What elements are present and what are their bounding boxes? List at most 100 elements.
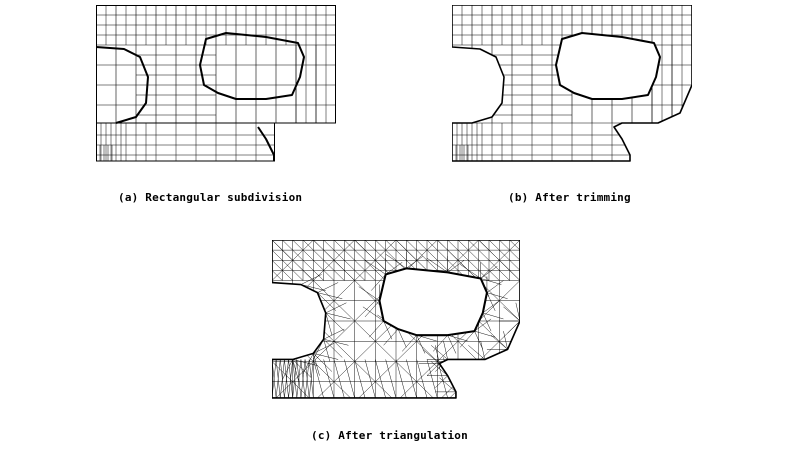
mesh-edge: [437, 301, 458, 321]
mesh-edge: [499, 270, 509, 280]
mesh-edge: [324, 250, 334, 260]
mesh-edge: [499, 240, 509, 250]
mesh-edge: [406, 250, 416, 260]
mesh-edge: [479, 321, 500, 341]
hole-trimming-curve: [200, 33, 304, 99]
mesh-edge: [313, 341, 334, 361]
caption-rectangular-subdivision: (a) Rectangular subdivision: [118, 191, 302, 204]
mesh-edge: [324, 359, 334, 397]
mesh-edge: [301, 274, 322, 284]
mesh-edge: [437, 359, 447, 397]
mesh-edge: [406, 359, 416, 397]
mesh-edge: [468, 260, 478, 270]
mesh-edge: [272, 341, 293, 361]
mesh-edge: [334, 260, 344, 270]
mesh-edge: [355, 240, 365, 250]
panel-rectangular-subdivision: [96, 5, 336, 165]
mesh-edge: [510, 260, 520, 270]
mesh-edge: [458, 362, 479, 382]
mesh-edge: [396, 240, 406, 250]
mesh-edge: [495, 349, 507, 361]
mesh-edge: [433, 272, 447, 288]
mesh-edge: [510, 250, 520, 260]
mesh-edge: [458, 281, 479, 301]
mesh-edge: [448, 240, 458, 250]
mesh-edge: [303, 260, 313, 270]
mesh-edge: [375, 260, 385, 270]
mesh-edge: [355, 382, 376, 402]
triangulated-mesh: [272, 240, 520, 402]
mesh-edge: [458, 301, 479, 321]
mesh-edge: [510, 270, 520, 280]
mesh-edge: [324, 339, 349, 345]
mesh-edge: [437, 240, 447, 250]
mesh-edge: [293, 321, 314, 341]
panel-after-trimming: [452, 5, 692, 165]
rectangular-subdivision-diagram: [96, 5, 336, 165]
mesh-edge: [487, 281, 504, 293]
trimmed-subdivision-diagram: [452, 5, 692, 165]
mesh-edge: [503, 307, 520, 321]
caption-after-trimming: (b) After trimming: [508, 191, 631, 204]
mesh-edge: [448, 250, 458, 260]
mesh-edge: [406, 270, 416, 280]
mesh-edge: [466, 278, 480, 294]
mesh-edge: [398, 317, 415, 329]
mesh-edge: [365, 270, 375, 280]
mesh-edge: [344, 270, 354, 280]
mesh-edge: [344, 260, 354, 270]
mesh-edge: [499, 382, 520, 402]
mesh-edge: [293, 301, 314, 321]
mesh-edge: [499, 301, 520, 321]
mesh-edge: [489, 250, 499, 260]
mesh-edge: [396, 321, 417, 335]
mesh-edge: [334, 382, 355, 402]
mesh-edge: [386, 274, 407, 280]
mesh-edge: [359, 287, 380, 301]
hole-boundary: [556, 33, 660, 99]
panel-after-triangulation: [272, 240, 520, 402]
mesh-edge: [479, 362, 500, 382]
mesh-edge: [396, 281, 417, 301]
lower-rectangle: [97, 123, 275, 161]
mesh-edge: [458, 382, 479, 402]
mesh-edge: [375, 341, 396, 361]
mesh-edge: [313, 353, 332, 371]
mesh-edge: [396, 301, 417, 321]
mesh-edge: [417, 382, 438, 402]
mesh-edge: [454, 317, 475, 331]
mesh-edge: [365, 359, 375, 397]
mesh-edge: [479, 240, 489, 250]
mesh-edge: [355, 301, 376, 321]
mesh-edge: [313, 281, 334, 301]
mesh-edge: [483, 313, 504, 319]
mesh-edge: [439, 378, 456, 392]
mesh-edge: [417, 240, 427, 250]
mesh-edge: [313, 240, 323, 250]
mesh-edge: [468, 345, 485, 359]
mesh-edge: [499, 260, 509, 270]
mesh-edge: [324, 240, 334, 250]
mesh-edge: [365, 250, 375, 260]
mesh-edge: [313, 260, 323, 270]
mesh-edge: [272, 382, 293, 402]
mesh-edge: [431, 345, 448, 359]
mesh-edge: [448, 272, 456, 290]
mesh-edge: [437, 281, 458, 301]
mesh-edge: [355, 260, 365, 270]
mesh-edge: [272, 321, 293, 341]
mesh-edge: [396, 250, 406, 260]
mesh-edge: [282, 240, 292, 250]
mesh-edge: [334, 281, 355, 301]
mesh-edge: [375, 359, 385, 397]
mesh-edge: [301, 285, 320, 303]
mesh-edge: [479, 250, 489, 260]
mesh-edge: [344, 359, 354, 397]
mesh-edge: [375, 281, 396, 301]
mesh-edge: [384, 309, 401, 321]
mesh-edge: [379, 301, 400, 307]
mesh-hole-boundary: [379, 268, 486, 335]
mesh-edge: [334, 270, 344, 280]
mesh-edges: [272, 240, 520, 402]
mesh-edge: [417, 281, 438, 301]
